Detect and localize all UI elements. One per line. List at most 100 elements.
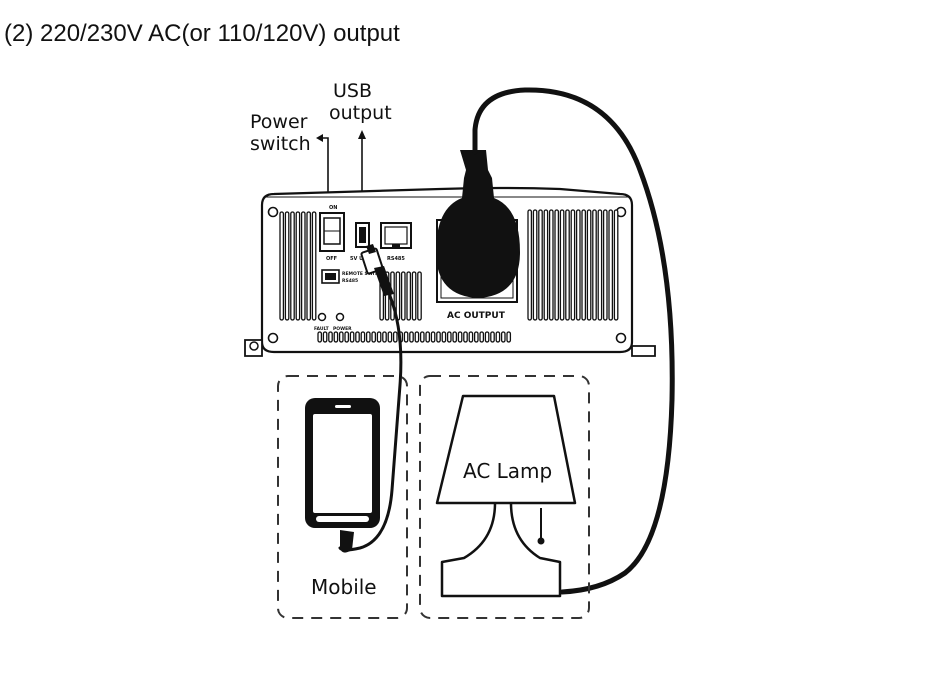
vent-slot xyxy=(548,209,554,321)
mobile-label: Mobile xyxy=(311,575,377,599)
vent-slot xyxy=(284,211,290,321)
vent-slot xyxy=(479,331,485,343)
vent-slot xyxy=(417,271,422,321)
vent-slot xyxy=(446,331,452,343)
vent-slot xyxy=(300,211,306,321)
remote-switch-label-line2: RS485 xyxy=(342,278,358,284)
vent-slot xyxy=(586,209,592,321)
vent-slot xyxy=(355,331,360,343)
vent-slot xyxy=(349,331,355,343)
power-switch-label-line1: Power xyxy=(250,111,308,133)
vent-slot xyxy=(532,209,538,321)
fault-led-icon xyxy=(317,312,327,322)
vent-slot xyxy=(306,211,312,321)
vent-slot xyxy=(570,209,576,321)
power-switch-arrow xyxy=(316,134,329,200)
usb-port[interactable] xyxy=(355,222,370,248)
vent-slot xyxy=(411,271,417,321)
vent-slot xyxy=(436,331,441,343)
vent-slot xyxy=(425,331,431,343)
screw-icon xyxy=(615,332,627,344)
fault-led-label: FAULT xyxy=(314,326,330,332)
vent-slot xyxy=(360,331,366,343)
vent-slot xyxy=(365,331,371,343)
remote-switch-label-line1: REMOTE SWITCH xyxy=(342,271,385,277)
mobile-device-box xyxy=(277,375,408,619)
vent-slot xyxy=(419,331,425,343)
vent-slot xyxy=(290,211,295,321)
vent-slot xyxy=(328,331,333,343)
vent-slot xyxy=(597,209,603,321)
vent-slot xyxy=(473,331,479,343)
vent-slot xyxy=(430,331,436,343)
vent-slot xyxy=(490,331,495,343)
vent-slot xyxy=(602,209,608,321)
rs485-port-label: RS485 xyxy=(387,256,405,262)
vent-slot xyxy=(376,331,382,343)
screw-icon xyxy=(267,332,279,344)
rs485-port[interactable] xyxy=(380,222,412,249)
ac-plug-icon xyxy=(436,150,520,298)
remote-switch-connector[interactable] xyxy=(321,269,340,284)
screw-icon xyxy=(267,206,279,218)
vent-slot xyxy=(333,331,339,343)
power-led-icon xyxy=(335,312,345,322)
vent-slot xyxy=(322,331,328,343)
vent-slot xyxy=(371,331,377,343)
vent-slot xyxy=(457,331,463,343)
vent-slot xyxy=(581,209,587,321)
power-switch[interactable] xyxy=(319,212,345,252)
vent-slot xyxy=(565,209,570,321)
vent-slot xyxy=(317,331,323,343)
ventilation-slots-bottom xyxy=(317,331,512,343)
vent-slot xyxy=(500,331,506,343)
vent-slot xyxy=(463,331,468,343)
vent-slot xyxy=(409,331,414,343)
power-led-label: POWER xyxy=(333,326,352,332)
vent-slot xyxy=(406,271,412,321)
ac-output-label: AC OUTPUT xyxy=(447,311,506,321)
switch-on-label: ON xyxy=(329,205,337,211)
usb-output-label-line1: USB xyxy=(333,80,372,102)
vent-slot xyxy=(400,271,406,321)
page-title: (2) 220/230V AC(or 110/120V) output xyxy=(4,20,400,47)
vent-slot xyxy=(295,211,301,321)
vent-slot xyxy=(452,331,458,343)
power-switch-label-line2: switch xyxy=(250,133,311,155)
vent-slot xyxy=(559,209,565,321)
vent-slot xyxy=(538,209,543,321)
vent-slot xyxy=(441,331,447,343)
vent-slot xyxy=(608,209,614,321)
usb-cable xyxy=(338,294,403,552)
lamp-device-box xyxy=(419,375,590,619)
ac-lamp-label: AC Lamp xyxy=(463,459,552,483)
ac-cable xyxy=(472,87,675,595)
vent-slot xyxy=(468,331,474,343)
switch-off-label: OFF xyxy=(326,256,337,262)
vent-slot xyxy=(592,209,597,321)
vent-slot xyxy=(279,211,285,321)
vent-slot xyxy=(382,331,387,343)
vent-slot xyxy=(543,209,549,321)
vent-slot xyxy=(575,209,581,321)
mobile-phone-icon xyxy=(305,398,380,553)
vent-slot xyxy=(527,209,533,321)
ac-lamp-icon xyxy=(435,394,577,598)
vent-slot xyxy=(613,209,619,321)
usb-plug-icon xyxy=(360,244,394,296)
vent-slot xyxy=(311,211,317,321)
vent-slot xyxy=(554,209,560,321)
vent-slot xyxy=(403,331,409,343)
vent-slot xyxy=(387,331,393,343)
vent-slot xyxy=(392,331,398,343)
vent-slot xyxy=(414,331,420,343)
vent-slot xyxy=(495,331,501,343)
vent-slot xyxy=(484,331,490,343)
vent-slot xyxy=(506,331,512,343)
vent-slot xyxy=(338,331,344,343)
vent-slot xyxy=(344,331,350,343)
usb-output-label-line2: output xyxy=(329,102,392,124)
ventilation-slots-left xyxy=(279,211,317,321)
usb-port-label: 5V USB xyxy=(350,256,371,262)
